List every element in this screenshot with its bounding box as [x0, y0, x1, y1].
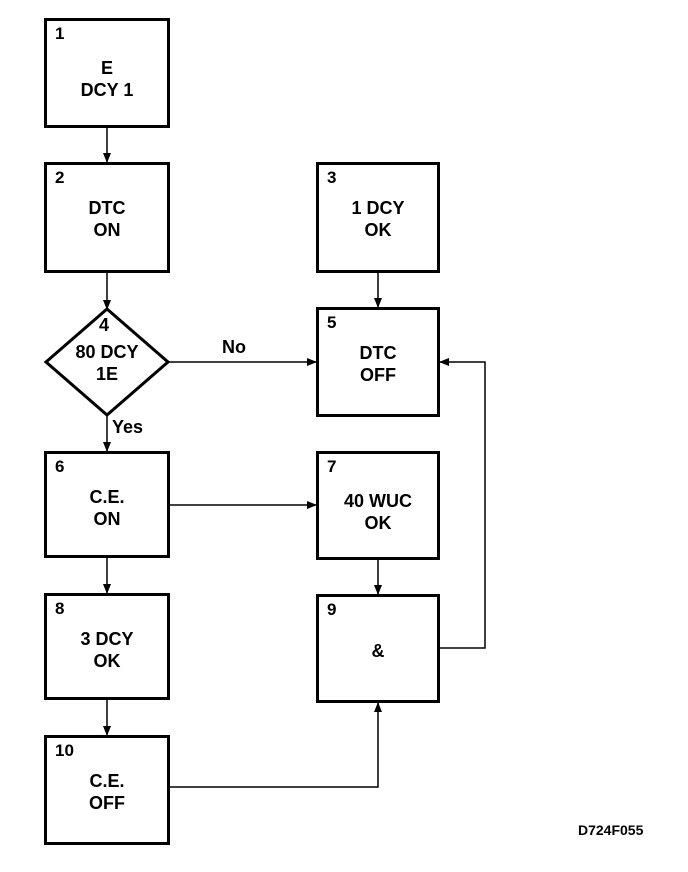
- box-number: 7: [327, 457, 337, 476]
- box-number: 8: [55, 599, 65, 618]
- box-label-line: ON: [93, 509, 121, 529]
- box-label-line: OFF: [360, 365, 396, 385]
- box-label-line: E: [100, 58, 114, 78]
- box-label-line: 40 WUC: [343, 491, 413, 511]
- box-number: 10: [55, 741, 74, 760]
- process-box-1: 1 E DCY 1: [44, 18, 170, 128]
- decision-label: 80 DCY 1E: [75, 341, 138, 385]
- figure-id: D724F055: [578, 822, 644, 838]
- box-label-line: ON: [93, 220, 121, 240]
- decision-label-line: 1E: [95, 364, 119, 384]
- and-gate-box-9: 9 &: [316, 594, 440, 703]
- process-box-3: 3 1 DCY OK: [316, 162, 440, 273]
- box-number: 3: [327, 168, 337, 187]
- edge-9-5: [438, 358, 486, 649]
- box-label-line: &: [371, 641, 385, 661]
- edge-10-9: [170, 702, 382, 788]
- box-label-line: DCY 1: [80, 80, 134, 100]
- box-number: 6: [55, 457, 65, 476]
- box-label-line: DTC: [88, 198, 126, 218]
- edge-label-no: No: [222, 337, 246, 357]
- box-label-line: OK: [93, 651, 121, 671]
- process-box-8: 8 3 DCY OK: [44, 593, 170, 700]
- process-box-7: 7 40 WUC OK: [316, 451, 440, 560]
- box-label-line: OFF: [89, 793, 125, 813]
- decision-number: 4: [99, 315, 110, 335]
- box-label-line: C.E.: [89, 771, 125, 791]
- edge-label-yes: Yes: [112, 417, 144, 437]
- box-number: 9: [327, 600, 337, 619]
- box-label-line: DTC: [359, 343, 397, 363]
- process-box-5: 5 DTC OFF: [316, 307, 440, 417]
- box-label-line: OK: [364, 513, 392, 533]
- process-box-6: 6 C.E. ON: [44, 451, 170, 558]
- box-label-line: 1 DCY: [351, 198, 405, 218]
- box-number: 1: [55, 24, 65, 43]
- process-box-10: 10 C.E. OFF: [44, 735, 170, 845]
- box-label-line: C.E.: [89, 487, 125, 507]
- decision-label-line: 80 DCY: [75, 342, 139, 362]
- box-number: 2: [55, 168, 65, 187]
- process-box-2: 2 DTC ON: [44, 162, 170, 273]
- box-label-line: OK: [364, 220, 392, 240]
- box-label-line: 3 DCY: [80, 629, 134, 649]
- box-number: 5: [327, 313, 337, 332]
